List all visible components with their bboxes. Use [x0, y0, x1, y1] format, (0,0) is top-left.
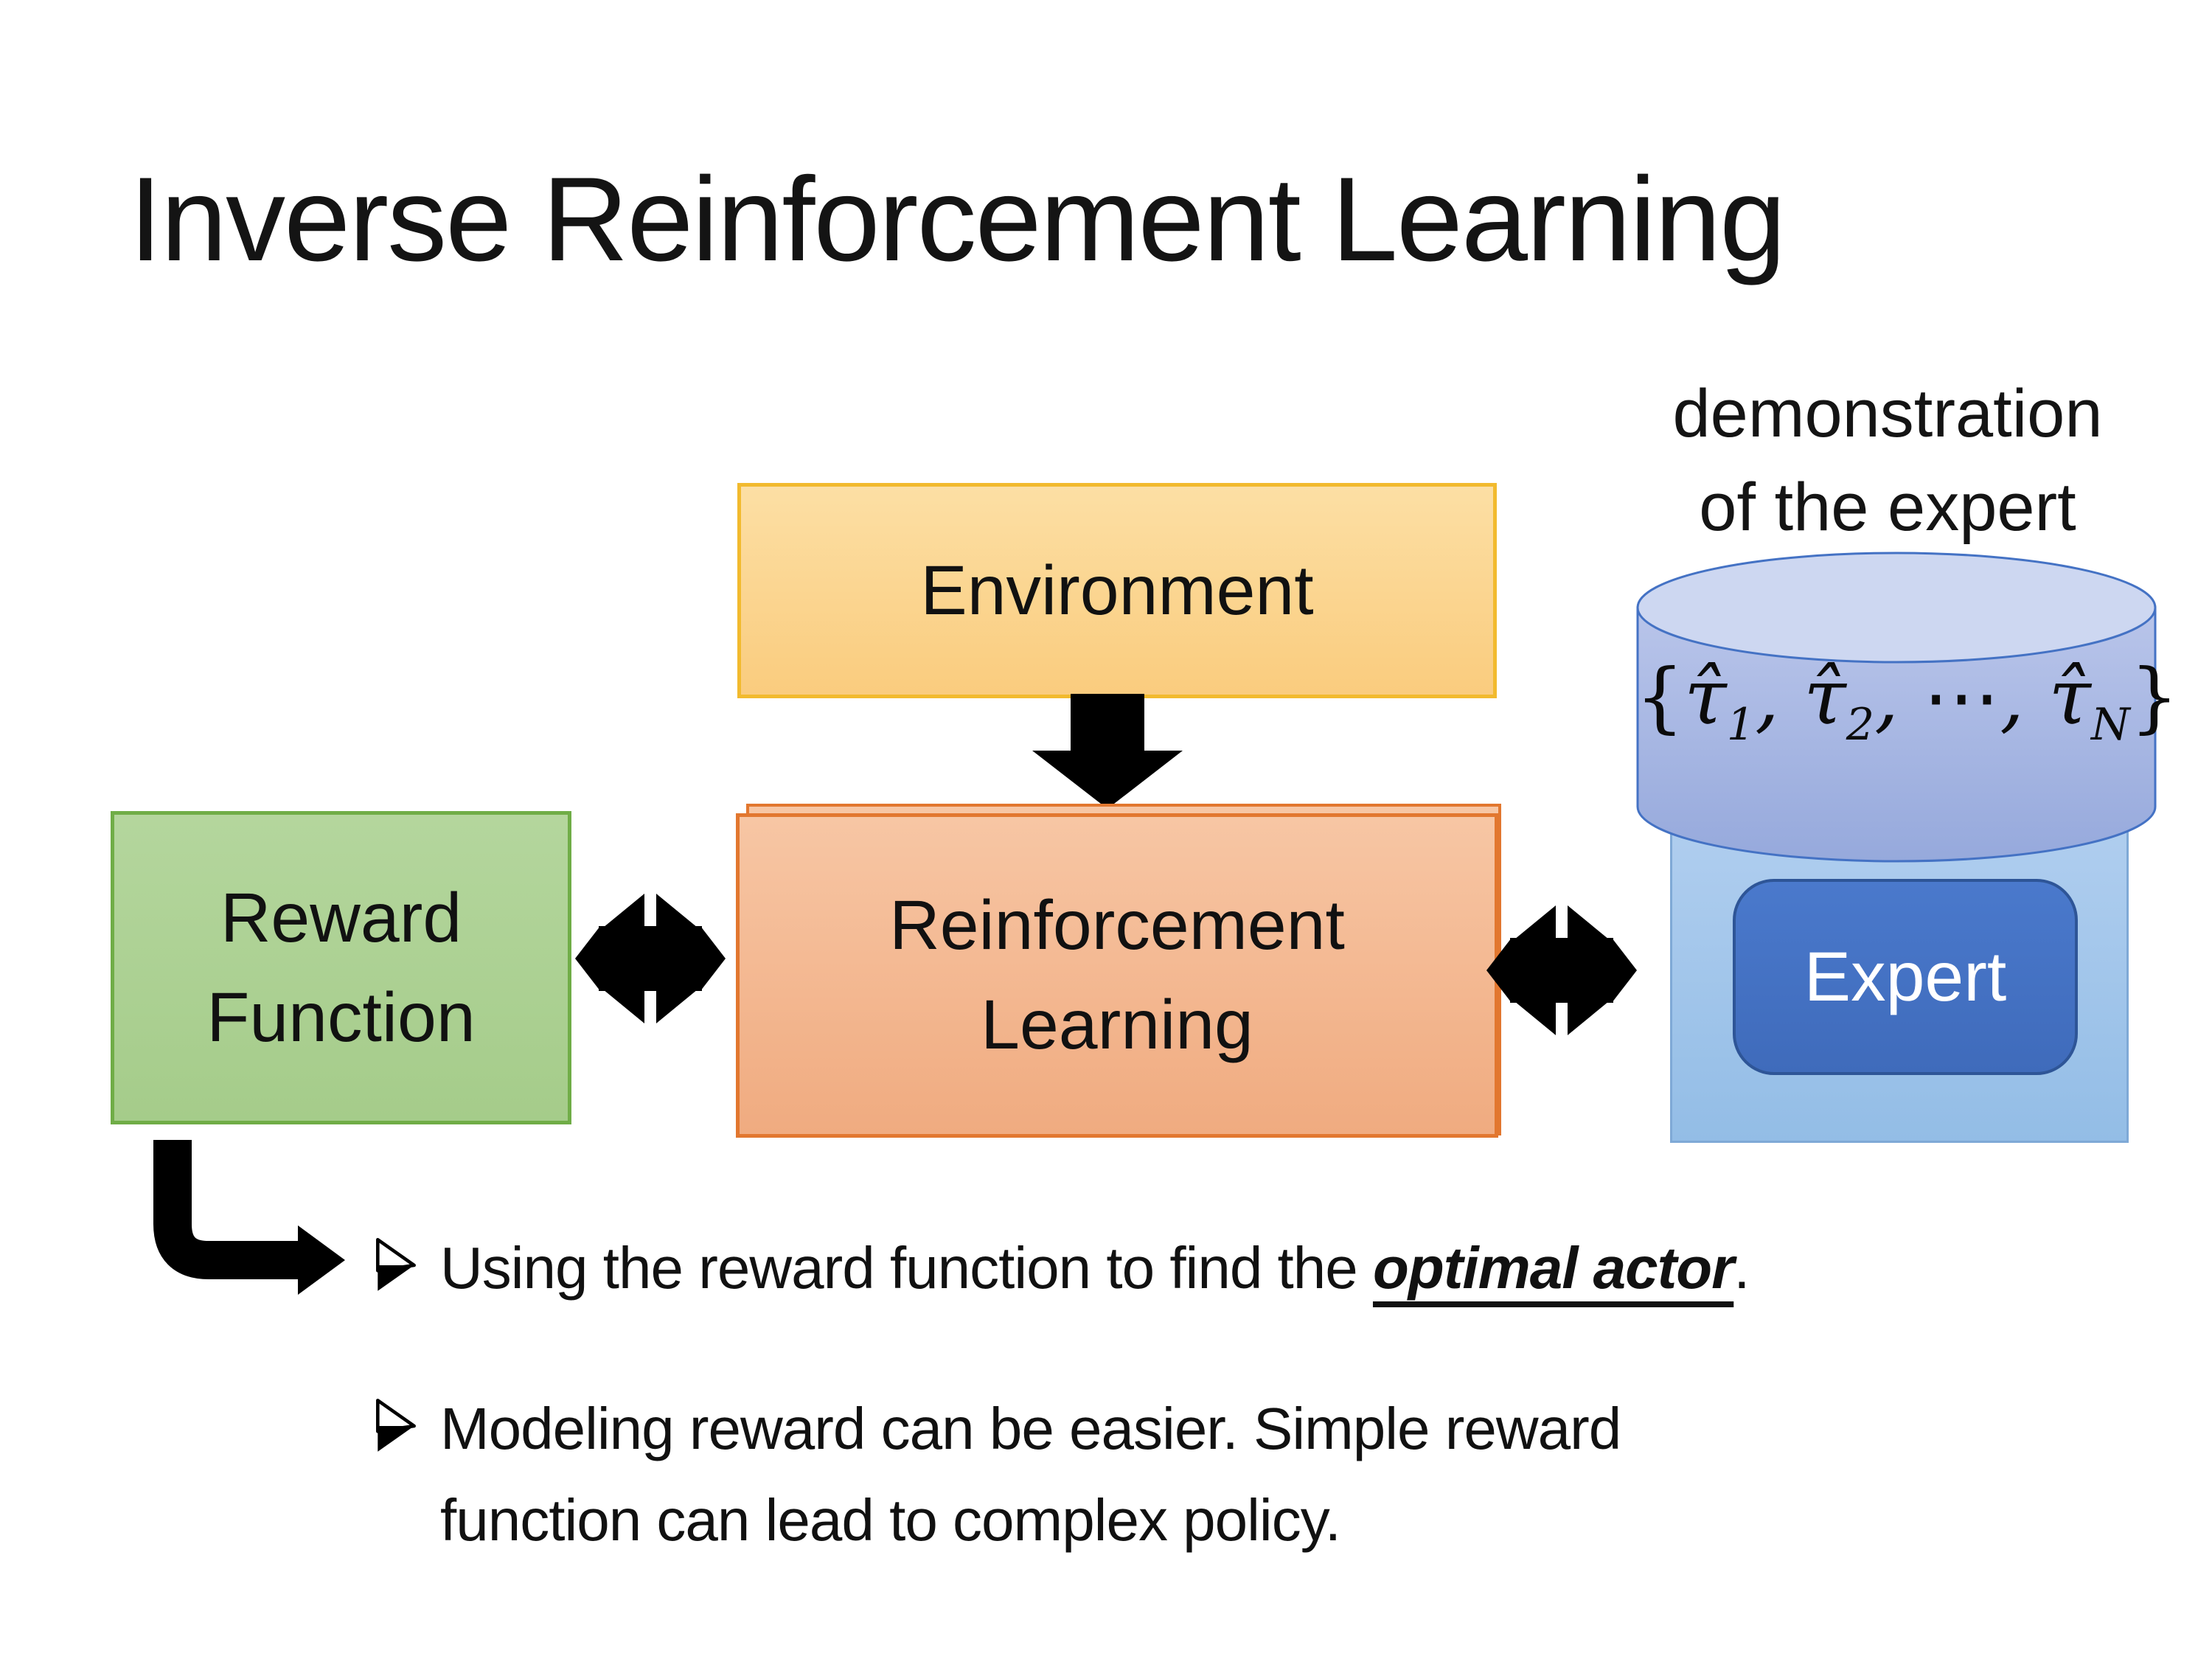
tau-N: τ̂ [2048, 652, 2091, 742]
reward-function-box: Reward Function [111, 811, 571, 1124]
formula-open-brace: { [1635, 652, 1685, 742]
exchange-arrows-icon-right [1486, 905, 1637, 1035]
arrowhead-bullet-icon [376, 1237, 416, 1291]
expert-box: Expert [1733, 879, 2078, 1075]
expert-label: Expert [1804, 937, 2007, 1016]
bullet-item-2: Modeling reward can be easier. Simple re… [372, 1383, 2179, 1566]
environment-box: Environment [737, 483, 1497, 698]
optimal-actor-emphasis: optimal actor [1372, 1235, 1734, 1301]
formula-close-brace: } [2129, 652, 2179, 742]
exchange-arrows-icon-left [575, 894, 726, 1023]
ellipsis-dots: ⋯ [1923, 652, 2000, 742]
bullet-1-text: Using the reward function to find the op… [440, 1235, 1750, 1301]
bullet-2-text: Modeling reward can be easier. Simple re… [440, 1396, 1621, 1553]
demonstration-caption: demonstration of the expert [1672, 376, 2103, 545]
down-arrow-icon [1032, 694, 1183, 809]
trajectory-set-formula: {τ̂1, τ̂2, ⋯, τ̂N} [1635, 652, 2179, 751]
reward-function-label: Reward Function [206, 878, 476, 1057]
tau-1: τ̂ [1684, 652, 1727, 742]
environment-label: Environment [920, 551, 1314, 630]
elbow-arrow-icon [153, 1140, 345, 1295]
bullet-item-1: Using the reward function to find the op… [372, 1222, 2179, 1314]
tau-2: τ̂ [1804, 652, 1846, 742]
reinforcement-learning-label: Reinforcement Learning [889, 886, 1345, 1064]
database-cylinder [1636, 552, 2157, 863]
arrowhead-bullet-icon [376, 1398, 416, 1452]
reinforcement-learning-box: Reinforcement Learning [736, 813, 1498, 1138]
page-title: Inverse Reinforcement Learning [129, 153, 1786, 286]
